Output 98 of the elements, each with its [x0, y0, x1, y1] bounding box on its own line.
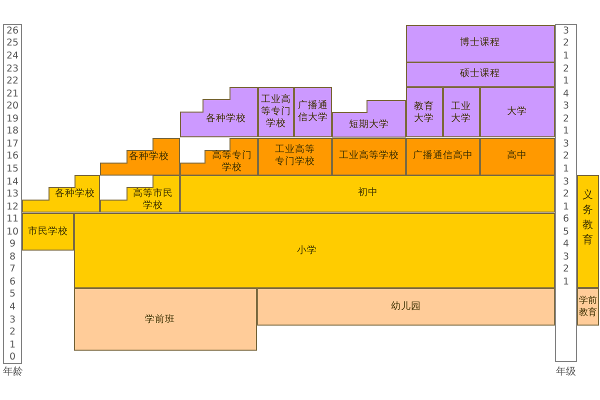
axis-title: 年级 [556, 366, 576, 378]
grade-number: 1 [562, 163, 570, 174]
age-number: 13 [6, 188, 19, 200]
age-number: 18 [6, 126, 19, 137]
school-block [258, 87, 294, 138]
school-name: 工业高等专门学校 [275, 144, 315, 168]
school-name: 各种学校 [206, 112, 246, 125]
school-block [406, 62, 555, 88]
grade-number: 5 [562, 226, 570, 238]
school-name: 短期大学 [349, 118, 389, 131]
school-block [180, 175, 555, 213]
school-name: 高等专门学校 [212, 150, 252, 174]
grade-number: 2 [562, 150, 570, 162]
grade-number: 2 [562, 264, 570, 275]
age-number: 24 [6, 50, 19, 62]
school-name: 博士课程 [460, 36, 500, 49]
stepped-school-block [22, 175, 100, 213]
school-name: 大学 [507, 106, 527, 118]
stage-name: 义务教育 [582, 188, 594, 248]
school-block [480, 138, 555, 176]
grade-number: 6 [562, 214, 570, 225]
grade-number: 3 [562, 100, 570, 112]
stepped-school-block [180, 87, 258, 138]
age-number: 16 [6, 150, 19, 162]
grade-number: 1 [562, 201, 570, 212]
stepped-school-block [100, 175, 180, 213]
age-number: 7 [9, 264, 16, 275]
education-stage-band [577, 175, 599, 288]
stage-name: 学前教育 [578, 294, 598, 319]
grade-number: 1 [562, 126, 570, 137]
school-name: 广播通信高中 [413, 150, 473, 162]
school-name: 幼儿园 [391, 300, 421, 313]
school-name: 高等市民学校 [133, 188, 173, 212]
school-block [332, 138, 406, 176]
school-name: 工业高等学校 [339, 150, 399, 162]
age-number: 14 [6, 176, 19, 188]
school-name: 高中 [507, 150, 527, 162]
grade-number: 2 [562, 63, 570, 74]
age-number: 0 [9, 352, 16, 363]
school-block [22, 212, 74, 251]
age-number: 21 [6, 88, 19, 100]
axis-title: 年龄 [3, 366, 23, 378]
grade-number: 3 [562, 138, 570, 150]
stepped-school-block [180, 138, 258, 176]
grade-number: 3 [562, 25, 570, 36]
age-number: 10 [6, 226, 19, 238]
school-block [74, 212, 555, 288]
grade-number: 1 [562, 50, 570, 62]
school-block [74, 288, 257, 351]
school-name: 初中 [358, 187, 378, 199]
education-stage-band [577, 288, 599, 326]
grade-number: 1 [562, 276, 570, 288]
grade-number: 3 [562, 251, 570, 262]
grade-number: 2 [562, 113, 570, 124]
school-block [406, 24, 555, 62]
age-number: 22 [6, 76, 19, 87]
school-name: 工业大学 [451, 100, 471, 125]
school-name: 小学 [297, 244, 317, 257]
age-number: 12 [6, 201, 19, 212]
grade-number: 2 [562, 188, 570, 200]
school-name: 广播通信大学 [298, 100, 328, 124]
age-number: 23 [6, 63, 19, 74]
age-number: 26 [6, 25, 19, 36]
school-block [480, 87, 555, 138]
school-block [443, 87, 480, 138]
age-number: 9 [9, 238, 16, 250]
school-name: 硕士课程 [460, 68, 500, 80]
age-number: 8 [9, 251, 16, 262]
age-number: 5 [9, 288, 16, 300]
age-number: 2 [9, 326, 16, 338]
school-name: 教育大学 [414, 100, 434, 125]
school-name: 各种学校 [55, 188, 95, 200]
age-number: 3 [9, 314, 16, 326]
school-block [257, 288, 555, 326]
age-number: 17 [6, 138, 19, 150]
age-number: 15 [6, 163, 19, 174]
grade-number: 4 [562, 88, 570, 100]
school-block [406, 87, 443, 138]
school-block [258, 138, 332, 176]
grade-number: 3 [562, 176, 570, 188]
school-name: 学前班 [145, 314, 175, 326]
stepped-school-block [100, 138, 180, 176]
school-name: 各种学校 [129, 150, 169, 163]
age-number: 1 [9, 339, 16, 350]
grade-number: 4 [562, 238, 570, 250]
grade-number: 2 [562, 38, 570, 49]
age-number: 4 [9, 302, 16, 313]
age-number: 20 [6, 100, 19, 112]
age-number: 25 [6, 38, 19, 49]
school-block [294, 87, 332, 138]
age-number: 19 [6, 113, 19, 124]
age-number: 11 [6, 214, 19, 225]
stepped-school-block [332, 100, 406, 138]
school-name: 市民学校 [28, 226, 68, 238]
age-number: 6 [9, 276, 16, 288]
school-block [406, 138, 480, 176]
school-name: 工业高等专门学校 [261, 94, 291, 130]
grade-number: 1 [562, 76, 570, 87]
